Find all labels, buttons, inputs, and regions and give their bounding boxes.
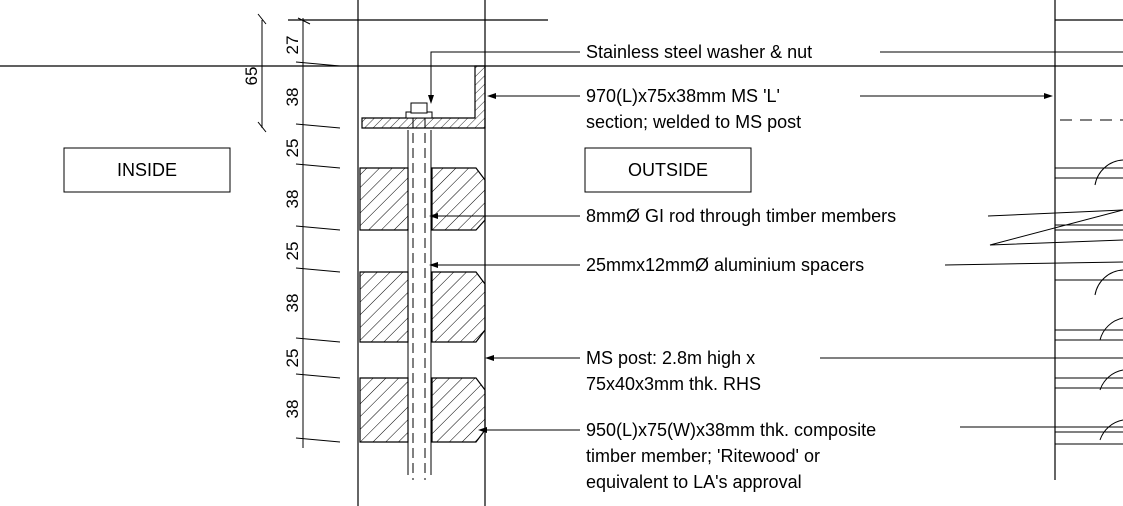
outside-label: OUTSIDE [628,160,708,180]
dim-38-b: 38 [283,190,302,209]
dim-38-d: 38 [283,400,302,419]
callout-post-line-1: MS post: 2.8m high x [586,348,755,368]
gi-rod [407,118,432,480]
dim-25-c: 25 [283,349,302,368]
dim-38-c: 38 [283,294,302,313]
l-section [361,65,486,129]
timber-member-2 [359,271,486,343]
callout-gi-rod: 8mmØ GI rod through timber members [586,206,896,226]
callout-post-line-2: 75x40x3mm thk. RHS [586,374,761,394]
dim-25-b: 25 [283,242,302,261]
callout-timber-line-3: equivalent to LA's approval [586,472,802,492]
inside-label: INSIDE [117,160,177,180]
inside-label-box [63,147,231,193]
elevation-partial [989,119,1123,445]
leader-lines [428,51,1123,433]
timber-member-1 [359,167,486,231]
callout-washer: Stainless steel washer & nut [586,42,812,62]
callout-timber-line-2: timber member; 'Ritewood' or [586,446,820,466]
dim-25-a: 25 [283,139,302,158]
dim-38-a: 38 [283,88,302,107]
washer-nut [405,102,433,119]
dim-65: 65 [242,67,261,86]
callout-l-section-line-1: 970(L)x75x38mm MS 'L' [586,86,780,106]
timber-member-3 [359,377,486,443]
outside-label-box [584,147,752,193]
dimension-chain [257,13,341,448]
dim-27: 27 [283,36,302,55]
callout-spacers: 25mmx12mmØ aluminium spacers [586,255,864,275]
callout-l-section-line-2: section; welded to MS post [586,112,801,132]
callout-timber-line-1: 950(L)x75(W)x38mm thk. composite [586,420,876,440]
